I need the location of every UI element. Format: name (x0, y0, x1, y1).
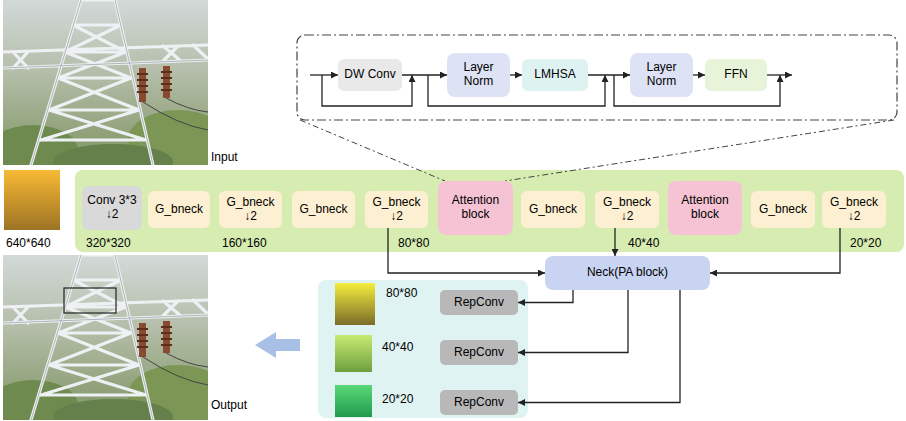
input-tensor (4, 170, 60, 230)
feature-map (335, 283, 375, 325)
node-text: Conv 3*3 ↓2 (85, 194, 139, 222)
connector (588, 74, 630, 75)
node-text: Layer Norm (450, 61, 507, 89)
conv-box: Conv 3*3 ↓2 (82, 186, 142, 230)
node-text: G_bneck ↓2 (825, 196, 883, 224)
node-text: G_bneck (759, 203, 807, 217)
input-photo (0, 0, 228, 180)
connector (510, 74, 522, 75)
process-box: DW Conv (338, 59, 402, 91)
node-text: G_bneck (155, 203, 203, 217)
detail-frame (297, 35, 897, 120)
node-text: Attention block (671, 194, 739, 222)
size-label: 40*40 (382, 340, 413, 354)
output-photo (0, 255, 228, 421)
node-text: G_bneck (299, 203, 347, 217)
node-text: Attention block (441, 194, 510, 222)
size-label: 640*640 (6, 236, 51, 250)
norm-box: Layer Norm (630, 53, 693, 97)
attention-box: Attention block (438, 181, 513, 235)
backbone-band (75, 170, 904, 252)
node-text: Layer Norm (633, 61, 690, 89)
size-label: 20*20 (382, 392, 413, 406)
output-line (767, 74, 792, 75)
node-text: FFN (724, 68, 747, 82)
bneck-box: G_bneck (521, 191, 585, 228)
photo-label: Input (211, 150, 238, 164)
size-label: 20*20 (850, 236, 881, 250)
size-label: 40*40 (628, 236, 659, 250)
size-label: 80*80 (386, 286, 417, 300)
size-label: 80*80 (398, 236, 429, 250)
photo-label: Output (211, 398, 247, 412)
input-arrow (310, 74, 338, 75)
node-text: RepConv (454, 346, 504, 360)
output-arrow (255, 332, 300, 358)
connector (614, 228, 615, 256)
bneck-box: G_bneck ↓2 (365, 191, 428, 228)
connector (518, 290, 573, 303)
node-text: G_bneck (529, 203, 577, 217)
node-text: DW Conv (344, 68, 395, 82)
bneck-box: G_bneck ↓2 (822, 191, 886, 228)
connector (402, 74, 447, 75)
bneck-box: G_bneck ↓2 (595, 191, 659, 228)
neck-box: Neck(PA block) (545, 256, 710, 290)
size-label: 160*160 (222, 236, 267, 250)
bneck-box: G_bneck (751, 191, 815, 228)
node-text: RepConv (454, 296, 504, 310)
norm-box: Layer Norm (447, 53, 510, 97)
connector (518, 290, 680, 403)
node-text: RepConv (454, 396, 504, 410)
repconv-box: RepConv (440, 390, 518, 415)
process-box: FFN (705, 59, 767, 91)
bneck-box: G_bneck ↓2 (219, 191, 282, 228)
node-text: G_bneck ↓2 (368, 196, 425, 224)
connector (693, 74, 705, 75)
attention-box: Attention block (668, 181, 742, 235)
detection-box (64, 288, 116, 313)
head-panel (318, 280, 528, 418)
feature-map (335, 335, 372, 372)
size-label: 320*320 (86, 236, 131, 250)
node-text: LMHSA (534, 68, 575, 82)
bneck-box: G_bneck (292, 191, 355, 228)
feature-map (335, 385, 372, 417)
zoom-line (300, 120, 894, 181)
attention-box: LMHSA (522, 59, 588, 91)
connector (518, 290, 628, 353)
node-text: Neck(PA block) (587, 266, 668, 280)
bneck-box: G_bneck (148, 191, 210, 228)
node-text: G_bneck ↓2 (222, 196, 279, 224)
node-text: G_bneck ↓2 (598, 196, 656, 224)
repconv-box: RepConv (440, 290, 518, 315)
repconv-box: RepConv (440, 340, 518, 365)
